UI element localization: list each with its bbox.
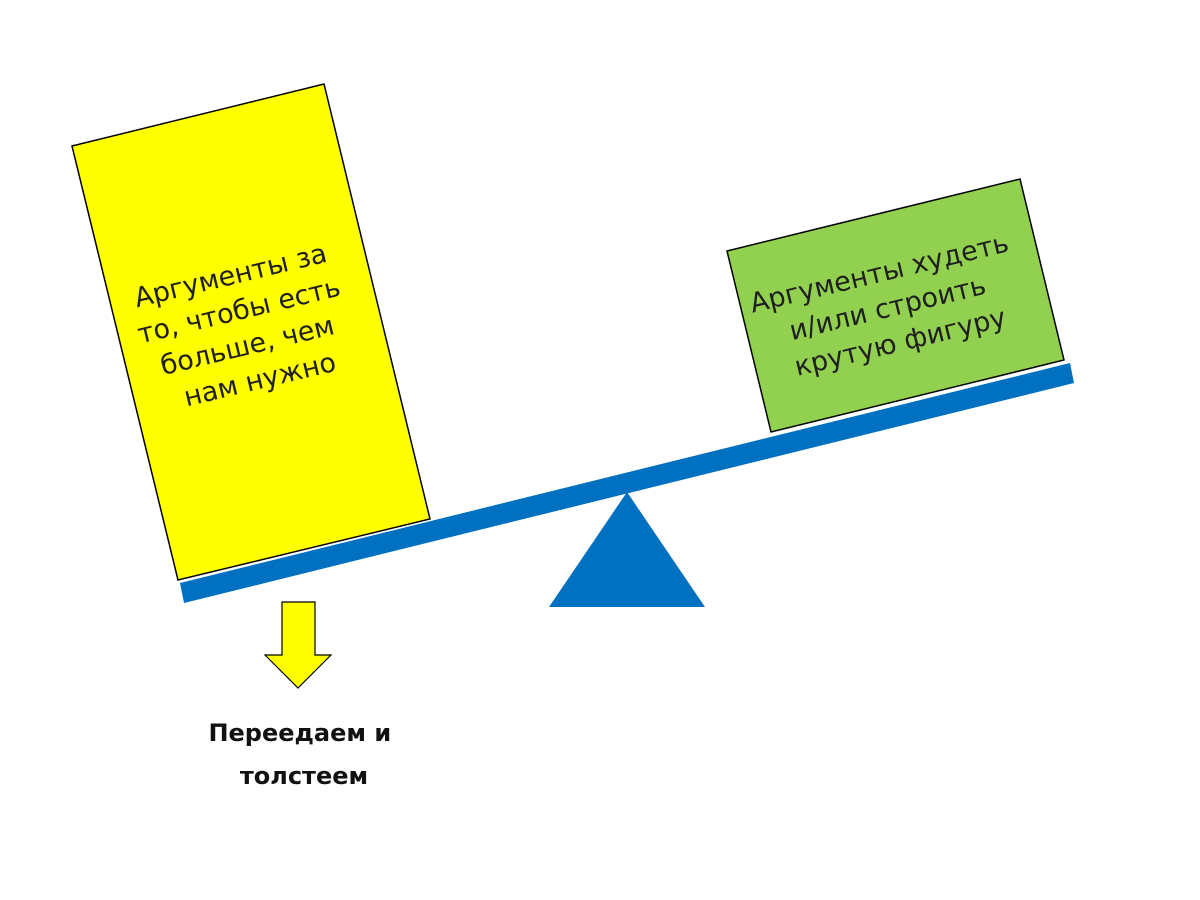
left-box-label: Аргументы за то, чтобы есть больше, чем … <box>126 235 368 421</box>
result-line: Переедаем и <box>208 719 391 747</box>
seesaw-beam <box>180 363 1074 603</box>
result-line: толстеем <box>240 762 368 790</box>
left-box-shape <box>71 83 431 581</box>
left-box: Аргументы за то, чтобы есть больше, чем … <box>71 83 431 581</box>
down-arrow-icon <box>263 601 333 689</box>
right-box-shape <box>726 178 1065 433</box>
right-box: Аргументы худеть и/или строить крутую фи… <box>726 178 1065 433</box>
fulcrum-triangle <box>549 492 705 607</box>
result-caption: Переедаем и толстеем <box>208 719 399 790</box>
